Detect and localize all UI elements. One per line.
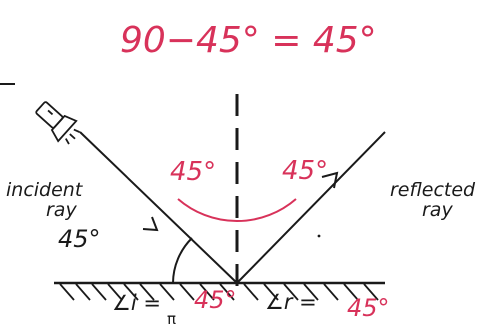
stray-dot (317, 234, 321, 238)
mirror-hatching (59, 283, 379, 301)
incident-ray (79, 131, 238, 284)
angle-left-of-normal: 45° (170, 157, 216, 187)
angle-r-label: ∠r = (265, 290, 317, 314)
stray-mark-pi: π (167, 310, 176, 328)
reflected-ray (236, 131, 386, 284)
incident-ray-label-line1: incident (6, 179, 84, 201)
mirror-surface (54, 281, 385, 301)
incident-ray-label-line2: ray (46, 199, 77, 221)
incident-angle-value: 45° (58, 225, 101, 253)
angle-arc-incident-surface (172, 237, 193, 284)
flashlight-icon (35, 101, 81, 145)
angle-right-of-normal: 45° (282, 156, 328, 186)
angle-i-label: ∠i = (112, 291, 161, 315)
incident-ray-arrow (142, 216, 159, 232)
angle-r-value: 45° (347, 294, 390, 322)
angle-i-value: 45° (194, 286, 237, 314)
angle-arc-between-rays (177, 198, 297, 222)
reflected-ray-arrow (321, 171, 339, 189)
reflected-ray-label-line2: ray (422, 199, 453, 221)
equation-text: 90−45° = 45° (120, 20, 377, 61)
reflected-ray-label-line1: reflected (390, 179, 476, 201)
